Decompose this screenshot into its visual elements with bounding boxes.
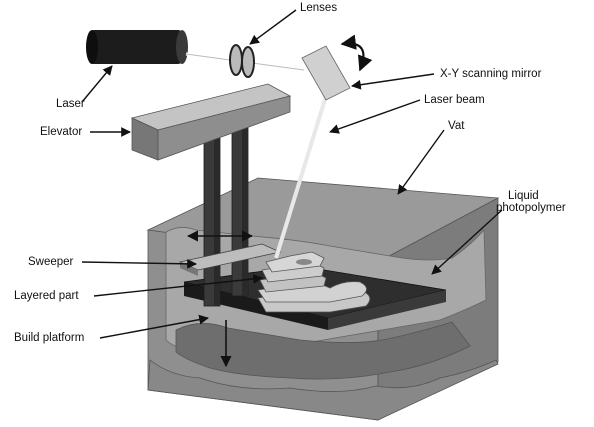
laser-body (90, 30, 182, 64)
laser (86, 30, 188, 64)
layered-part (257, 251, 371, 313)
mirror-rotation-arrow (340, 34, 373, 72)
xy-scanning-mirror (301, 34, 373, 101)
label-sweeper: Sweeper (28, 256, 74, 268)
elevator-arm-side (157, 95, 291, 161)
label-liquid-photopolymer-line1: Liquid (508, 190, 539, 202)
label-layered-part: Layered part (14, 290, 79, 302)
arrow-lenses (249, 9, 297, 45)
laser-back-cap (86, 30, 98, 64)
label-laser: Laser (56, 98, 85, 110)
label-build-platform: Build platform (14, 332, 85, 344)
label-elevator: Elevator (40, 126, 83, 138)
part-hole (296, 259, 312, 265)
arrow-liquid-photopolymer (431, 209, 503, 275)
arrow-build-platform (99, 314, 209, 339)
arrow-vat (397, 129, 445, 195)
vat-bottom-jagged-edge (147, 359, 499, 421)
arrow-laser-beam (329, 99, 421, 134)
sweeper-bar-front (180, 262, 198, 276)
beam-mirror-to-vat (274, 95, 328, 259)
arrow-laser (81, 65, 113, 103)
lens-1 (229, 44, 243, 76)
label-lenses: Lenses (300, 2, 338, 14)
lens-2 (241, 46, 255, 78)
label-laser-beam: Laser beam (424, 94, 485, 106)
lenses (229, 44, 255, 78)
label-liquid-photopolymer-line2: photopolymer (496, 202, 566, 214)
label-xy-mirror: X-Y scanning mirror (440, 68, 542, 80)
leader-arrows (81, 9, 503, 368)
arrow-layered-part (93, 274, 263, 297)
laser-front-cap (176, 30, 188, 64)
liquid-lower-cutaway (175, 321, 471, 380)
elevator-column-right-shade (242, 116, 248, 296)
elevator-column-left-shade (214, 126, 220, 306)
build-platform-side (328, 290, 446, 330)
mirror-face (301, 45, 351, 101)
label-vat: Vat (448, 120, 465, 132)
arrow-xy-mirror (351, 73, 435, 90)
arrow-sweeper (81, 258, 197, 269)
part-layer (265, 251, 325, 273)
